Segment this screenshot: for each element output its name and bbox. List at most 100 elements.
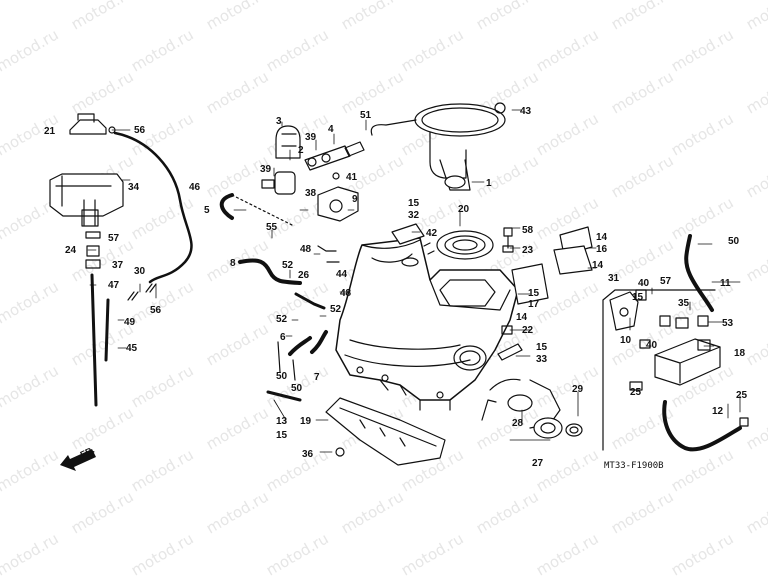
part-hose-lower-right[interactable] xyxy=(662,400,742,452)
part-hose-lower[interactable] xyxy=(288,336,312,356)
callout-52: 52 xyxy=(282,260,294,271)
part-screw[interactable] xyxy=(335,447,345,457)
callout-39: 39 xyxy=(305,132,317,143)
callout-40b: 40 xyxy=(646,340,658,351)
callout-54: 55 xyxy=(266,222,278,233)
drawing-code: MT33-F1900B xyxy=(604,461,664,471)
callout-33: 33 xyxy=(536,354,548,365)
callout-10: 10 xyxy=(620,335,632,346)
callout-52c: 52 xyxy=(276,314,288,325)
callout-5: 5 xyxy=(204,205,210,216)
callout-53: 53 xyxy=(722,318,734,329)
callout-15d: 15 xyxy=(276,430,288,441)
callout-4: 4 xyxy=(328,124,334,135)
callout-3: 3 xyxy=(276,116,282,127)
callout-52b: 52 xyxy=(330,304,342,315)
part-insulator[interactable] xyxy=(497,343,523,361)
callout-48b: 48 xyxy=(340,288,352,299)
part-valve[interactable] xyxy=(317,172,359,222)
callout-43: 43 xyxy=(520,106,532,117)
callout-47: 47 xyxy=(108,280,120,291)
callout-32: 32 xyxy=(408,210,420,221)
callout-38: 38 xyxy=(305,188,317,199)
part-fuel-level-sensor[interactable] xyxy=(481,378,583,439)
callout-23: 23 xyxy=(522,245,534,256)
callout-7: 7 xyxy=(314,372,320,383)
part-fuel-cap[interactable] xyxy=(69,113,116,135)
callout-49: 49 xyxy=(124,317,136,328)
part-gasket[interactable] xyxy=(436,230,494,260)
callout-28: 28 xyxy=(512,418,524,429)
part-bracket[interactable] xyxy=(49,173,124,227)
part-breather-tube[interactable] xyxy=(113,131,193,284)
callout-9: 9 xyxy=(352,194,358,205)
callout-15b: 15 xyxy=(528,288,540,299)
part-clip[interactable] xyxy=(127,283,157,301)
part-clip-right[interactable] xyxy=(629,381,749,427)
callout-42: 42 xyxy=(426,228,438,239)
callout-18: 18 xyxy=(734,348,746,359)
callout-25: 25 xyxy=(630,387,642,398)
part-hose-small[interactable] xyxy=(294,292,326,310)
callout-labels: 21 56 34 46 57 24 37 30 47 49 56 45 3 39… xyxy=(44,106,748,469)
callout-30: 30 xyxy=(134,266,146,277)
callout-22: 22 xyxy=(522,325,534,336)
callout-19: 19 xyxy=(300,416,312,427)
callout-26: 26 xyxy=(298,270,310,281)
callout-57: 57 xyxy=(660,276,672,287)
callout-34: 34 xyxy=(128,182,140,193)
callout-41: 41 xyxy=(346,172,358,183)
part-rubber-mount[interactable] xyxy=(275,125,301,159)
callout-40: 40 xyxy=(638,278,650,289)
callout-14: 14 xyxy=(596,232,608,243)
callout-15e: 15 xyxy=(632,292,644,303)
callout-45: 45 xyxy=(126,343,138,354)
part-fuel-tank[interactable] xyxy=(335,237,519,411)
callout-8: 8 xyxy=(230,258,236,269)
part-hose-right[interactable] xyxy=(684,234,714,312)
callout-17: 17 xyxy=(528,299,540,310)
callout-15: 15 xyxy=(408,198,420,209)
callout-51: 51 xyxy=(360,110,372,121)
callout-13: 13 xyxy=(276,416,288,427)
callout-55: 56 xyxy=(134,125,146,136)
part-strip[interactable] xyxy=(266,390,302,402)
callout-25b: 25 xyxy=(736,390,748,401)
part-collar[interactable] xyxy=(85,231,101,269)
part-under-cover[interactable] xyxy=(325,397,446,466)
callout-11: 11 xyxy=(720,278,731,289)
callout-6: 6 xyxy=(280,332,286,343)
callout-50: 50 xyxy=(276,371,288,382)
callout-14c: 14 xyxy=(516,312,528,323)
callout-14b: 14 xyxy=(592,260,604,271)
front-direction-arrow: FR. xyxy=(60,445,96,471)
callout-50b: 50 xyxy=(291,383,303,394)
part-bolt-right[interactable] xyxy=(635,289,709,349)
callout-1: 1 xyxy=(486,178,492,189)
callout-12: 12 xyxy=(712,406,724,417)
part-fuel-pump[interactable] xyxy=(370,102,506,191)
callout-58: 58 xyxy=(522,225,534,236)
callout-16: 16 xyxy=(596,244,608,255)
callout-2: 2 xyxy=(298,145,304,156)
part-hose-joint[interactable] xyxy=(261,141,365,195)
callout-55b: 56 xyxy=(150,305,162,316)
callout-27: 27 xyxy=(532,458,544,469)
callout-48: 48 xyxy=(300,244,312,255)
callout-56: 57 xyxy=(108,233,120,244)
part-hose-long[interactable] xyxy=(238,258,302,285)
callout-29: 29 xyxy=(572,384,584,395)
callout-44: 44 xyxy=(336,269,348,280)
callout-15c: 15 xyxy=(536,342,548,353)
callout-37: 37 xyxy=(112,260,124,271)
callout-36: 36 xyxy=(302,449,314,460)
callout-20: 20 xyxy=(458,204,470,215)
callout-35: 35 xyxy=(678,298,690,309)
callout-39b: 39 xyxy=(260,164,272,175)
part-hose[interactable] xyxy=(219,193,234,220)
part-drain-tube[interactable] xyxy=(90,273,98,407)
part-pad[interactable] xyxy=(391,223,425,245)
part-drain-tube-short[interactable] xyxy=(104,298,110,362)
part-bracket-right[interactable] xyxy=(609,291,639,331)
part-control-valve[interactable] xyxy=(654,338,721,386)
